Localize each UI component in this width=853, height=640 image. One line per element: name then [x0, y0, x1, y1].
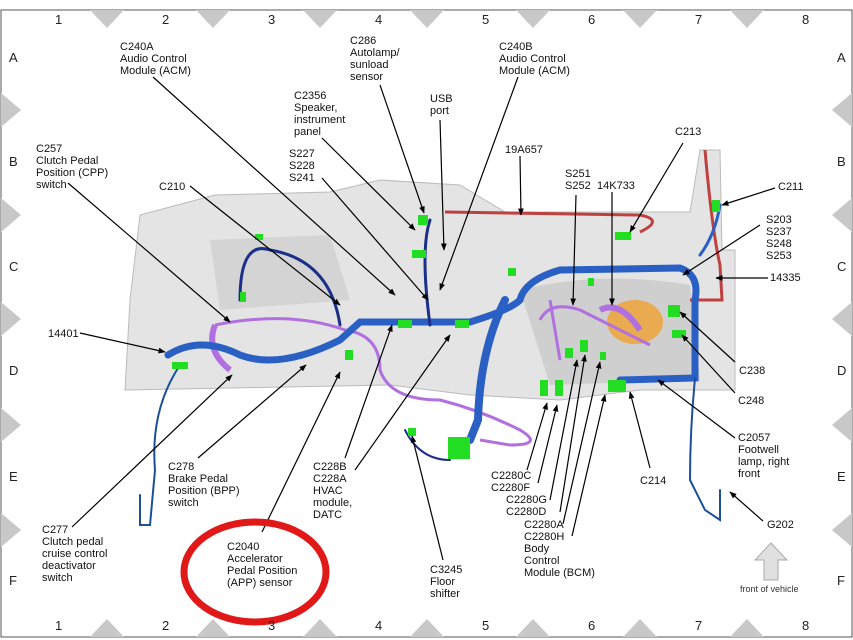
- harness-purple: [214, 299, 651, 447]
- label-c2280cf: C2280C C2280F: [491, 470, 532, 494]
- label-14335: 14335: [770, 272, 801, 284]
- label-g202: G202: [767, 519, 794, 531]
- row-b-left: B: [9, 154, 18, 169]
- row-a-left: A: [9, 50, 18, 65]
- label-c3245: C3245 Floor shifter: [430, 564, 463, 600]
- label-c257: C257 Clutch Pedal Position (CPP) switch: [36, 143, 109, 191]
- label-c2356: C2356 Speaker, instrument panel: [294, 90, 346, 138]
- row-f-right: F: [837, 573, 845, 588]
- col-4-top: 4: [375, 12, 383, 27]
- label-c240a: C240A Audio Control Module (ACM): [120, 41, 191, 77]
- label-s251: S251 S252: [565, 168, 591, 192]
- label-c277: C277 Clutch pedal cruise control deactiv…: [42, 524, 108, 584]
- col-7-top: 7: [695, 12, 703, 27]
- label-19a657: 19A657: [505, 144, 543, 156]
- row-d-right: D: [837, 363, 847, 378]
- connectors: [172, 200, 720, 459]
- row-c-right: C: [837, 259, 847, 274]
- row-d-left: D: [9, 363, 19, 378]
- label-c238: C238: [739, 365, 766, 377]
- col-8-top: 8: [802, 12, 810, 27]
- row-e-right: E: [837, 469, 846, 484]
- label-c214: C214: [640, 475, 667, 487]
- label-c2040: C2040 Accelerator Pedal Position (APP) s…: [227, 541, 298, 589]
- col-6-bottom: 6: [588, 618, 596, 633]
- row-e-left: E: [9, 469, 18, 484]
- label-14401: 14401: [48, 328, 79, 340]
- label-c278: C278 Brake Pedal Position (BPP) switch: [168, 461, 240, 509]
- col-3-top: 3: [268, 12, 276, 27]
- label-c228: C228B C228A HVAC module, DATC: [313, 461, 353, 521]
- col-7-bottom: 7: [695, 618, 703, 633]
- label-c2280ah-bcm: C2280A C2280H Body Control Module (BCM): [524, 519, 595, 579]
- label-s227: S227 S228 S241: [289, 148, 315, 184]
- label-front-of-vehicle: front of vehicle: [740, 584, 799, 594]
- row-f-left: F: [9, 573, 17, 588]
- row-b-right: B: [837, 154, 846, 169]
- instrument-panel-body: [124, 149, 736, 401]
- label-c210: C210: [159, 181, 186, 193]
- col-1-top: 1: [55, 12, 63, 27]
- label-c286: C286 Autolamp/ sunload sensor: [350, 35, 400, 83]
- front-arrow-icon: [753, 542, 789, 581]
- label-14k733: 14K733: [597, 180, 635, 192]
- grid-diamonds: [1, 10, 852, 637]
- label-c211: C211: [778, 181, 804, 193]
- col-8-bottom: 8: [802, 618, 810, 633]
- col-3-bottom: 3: [268, 618, 276, 633]
- col-4-bottom: 4: [375, 618, 383, 633]
- col-5-top: 5: [482, 12, 490, 27]
- row-c-left: C: [9, 259, 19, 274]
- label-c213: C213: [675, 126, 702, 138]
- col-2-bottom: 2: [162, 618, 170, 633]
- col-6-top: 6: [588, 12, 596, 27]
- col-1-bottom: 1: [55, 618, 63, 633]
- row-a-right: A: [837, 50, 846, 65]
- col-5-bottom: 5: [482, 618, 490, 633]
- label-c2280gd: C2280G C2280D: [506, 494, 547, 518]
- label-c2057: C2057 Footwell lamp, right front: [738, 432, 790, 480]
- label-s203: S203 S237 S248 S253: [766, 214, 792, 262]
- leader-lines: [67, 76, 776, 561]
- label-c248: C248: [738, 395, 765, 407]
- highlight-circle: [180, 518, 330, 626]
- label-usb-port: USB port: [430, 93, 453, 117]
- label-c240b: C240B Audio Control Module (ACM): [499, 41, 570, 77]
- col-2-top: 2: [162, 12, 170, 27]
